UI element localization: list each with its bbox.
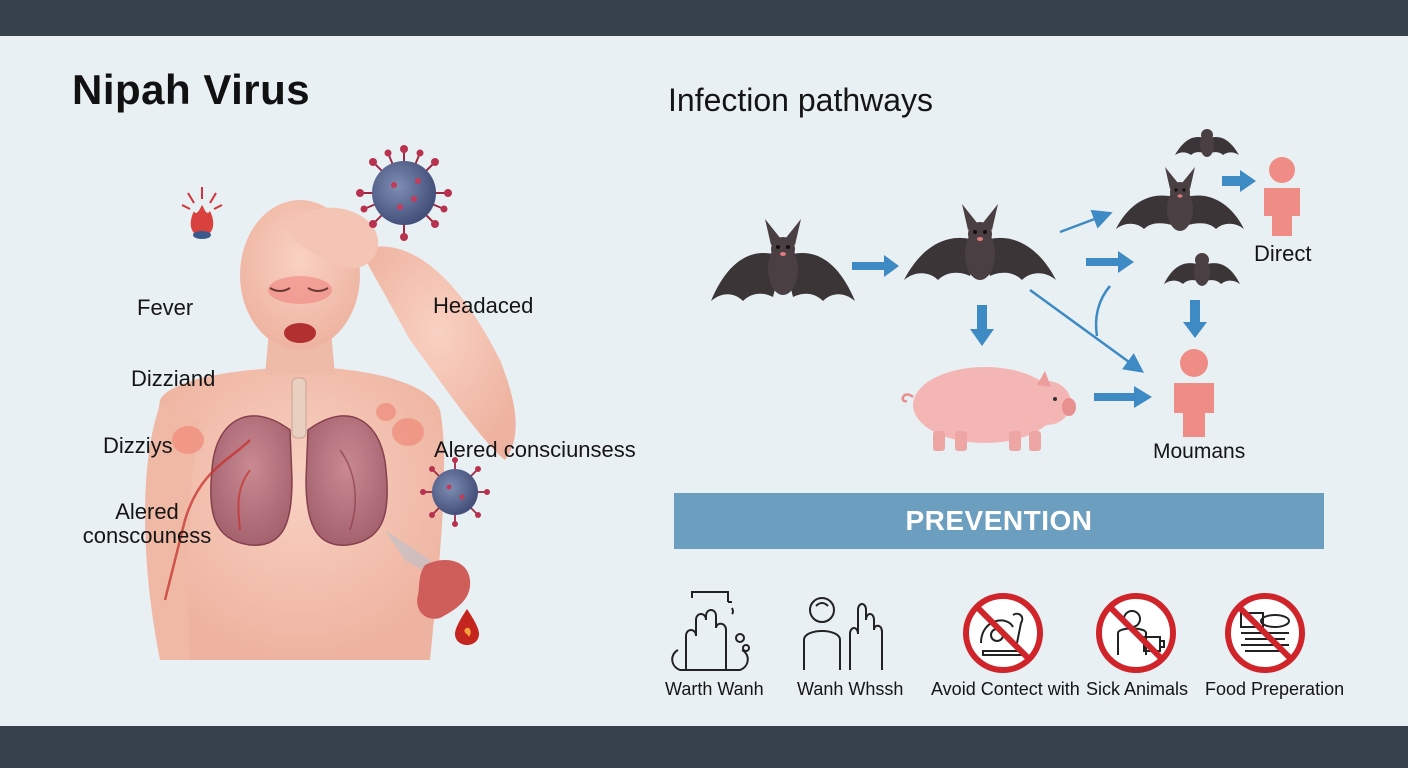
pathways-title: Infection pathways <box>668 82 934 118</box>
human-figure-humans-icon <box>1174 349 1214 437</box>
damaged-tissue-illustration <box>385 530 471 619</box>
pig-illustration <box>901 367 1076 451</box>
hand-hygiene-icon <box>803 597 883 670</box>
symptom-label-altered-line2: conscouness <box>82 523 212 548</box>
symptom-label-headache: Headaced <box>433 293 534 318</box>
bat-small-right <box>1164 253 1240 286</box>
pathway-arrows <box>852 170 1256 408</box>
hand-washing-icon <box>671 591 750 671</box>
bat-small-top <box>1175 129 1239 157</box>
no-bat-contact-icon <box>963 593 1043 673</box>
no-sick-animals-icon <box>1096 593 1176 673</box>
symptom-label-altered-consciousness-left: Alered conscouness <box>80 500 214 548</box>
symptom-label-altered-consciousness-right: Alered consciunsess <box>434 437 636 462</box>
pathway-label-direct: Direct <box>1254 241 1312 266</box>
prevention-banner: PREVENTION <box>674 493 1324 549</box>
top-bar <box>0 0 1408 36</box>
bat-large-center <box>904 204 1056 280</box>
symptom-label-fever: Fever <box>137 295 194 320</box>
symptom-label-dizziand: Dizziand <box>131 366 216 391</box>
prevention-caption-4: Sick Animals <box>1086 679 1189 699</box>
symptom-label-dizziys: Dizziys <box>103 433 173 458</box>
blood-drop-icon <box>455 609 479 645</box>
prevention-caption-3: Avoid Contect with <box>931 679 1080 699</box>
human-figure-direct-icon <box>1264 157 1300 236</box>
prevention-caption-1: Warth Wanh <box>665 679 764 699</box>
symptom-label-altered-line1: Alered <box>115 499 179 524</box>
thermometer-icon <box>181 187 223 239</box>
prevention-caption-2: Wanh Whssh <box>797 679 904 699</box>
human-torso-illustration <box>145 200 516 660</box>
bat-upper-right <box>1116 167 1244 231</box>
prevention-caption-5: Food Preperation <box>1205 679 1345 699</box>
virus-particle-small <box>420 457 490 527</box>
no-contaminated-food-icon <box>1225 593 1305 673</box>
virus-particle-large <box>356 145 452 241</box>
prevention-heading: PREVENTION <box>905 505 1093 536</box>
bat-large-left <box>711 219 855 301</box>
bottom-bar <box>0 726 1408 768</box>
pathway-label-humans: Moumans <box>1153 440 1246 463</box>
page-title: Nipah Virus <box>72 66 311 113</box>
